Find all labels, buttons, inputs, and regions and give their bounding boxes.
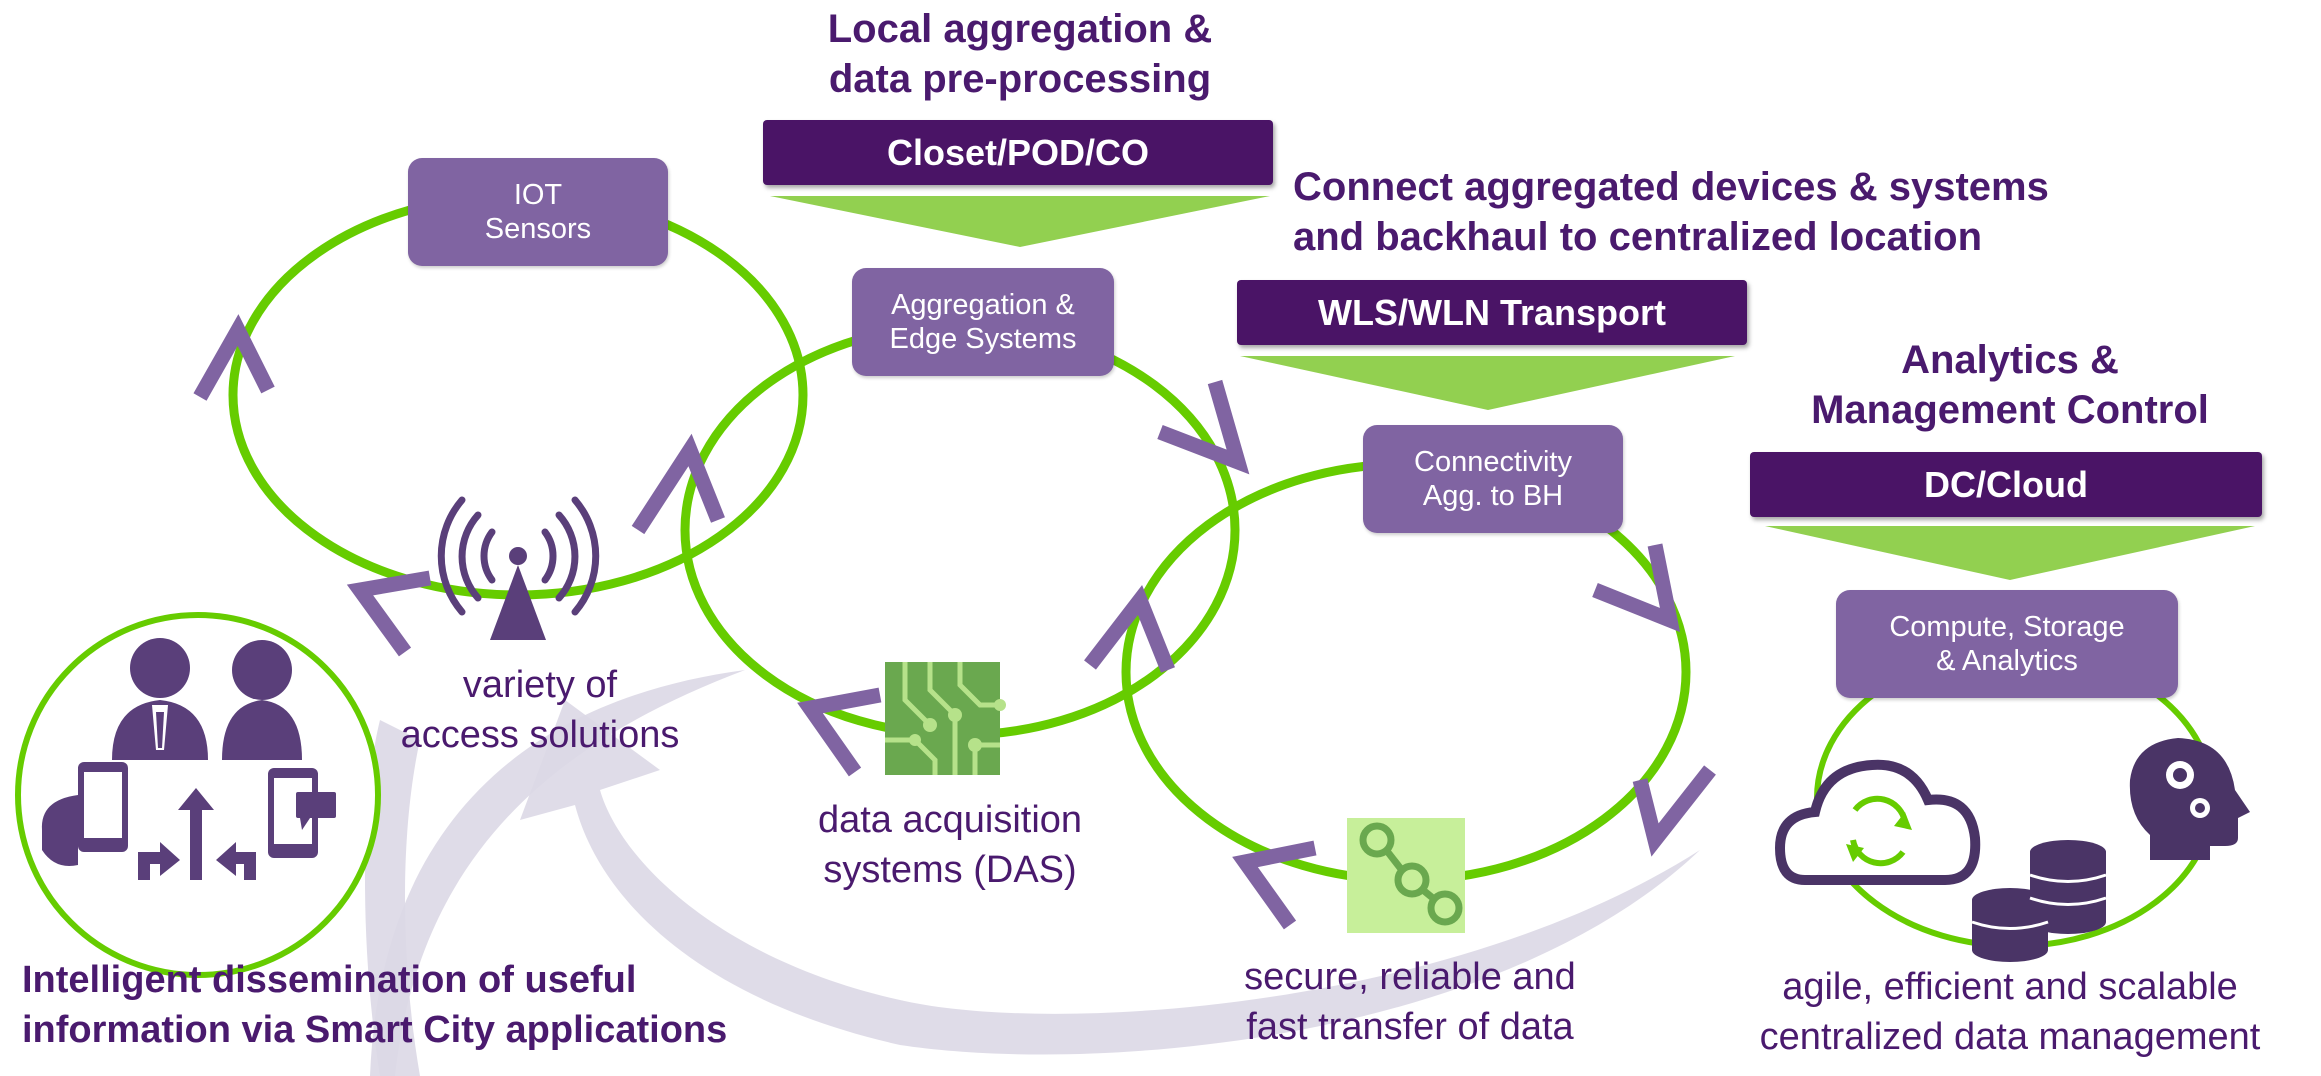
- caption-access-solutions: variety of access solutions: [400, 664, 680, 756]
- chevron-conn-bottom: [1232, 840, 1317, 930]
- funnel-transport: [1240, 356, 1735, 410]
- caption-data-acquisition: data acquisition systems (DAS): [817, 799, 1083, 891]
- bar-dc-cloud: DC/Cloud: [1750, 452, 2262, 517]
- caption-intelligent-dissemination: Intelligent dissemination of useful info…: [22, 959, 728, 1051]
- caption-centralized-management: agile, efficient and scalable centralize…: [1759, 966, 2261, 1058]
- chevron-iot-bottom: [346, 570, 432, 657]
- node-compute-storage: Compute, Storage & Analytics: [1836, 590, 2178, 698]
- chevron-iot-left: [193, 314, 275, 401]
- chevron-conn-left: [1084, 584, 1175, 673]
- funnel-cloud: [1765, 526, 2255, 580]
- node-connectivity: Connectivity Agg. to BH: [1363, 425, 1623, 533]
- chevron-conn-lower-right: [1632, 765, 1716, 857]
- node-iot-sensors: IOT Sensors: [408, 158, 668, 266]
- chevron-conn-right: [1592, 543, 1681, 633]
- heading-local-aggregation: Local aggregation & data pre-processing: [827, 7, 1213, 101]
- chevron-agg-right: [1157, 379, 1250, 475]
- bar-wls-wln-transport: WLS/WLN Transport: [1237, 280, 1747, 345]
- return-sweep-tail: [370, 670, 745, 1076]
- caption-secure-transfer: secure, reliable and fast transfer of da…: [1244, 956, 1576, 1048]
- bar-closet-pod-co: Closet/POD/CO: [763, 120, 1273, 185]
- heading-analytics-management: Analytics & Management Control: [1811, 338, 2209, 432]
- heading-connect-aggregated: Connect aggregated devices & systems and…: [1293, 165, 2049, 259]
- funnel-closet: [770, 196, 1270, 247]
- chevron-agg-left: [631, 433, 725, 535]
- ring-aggregation: [680, 320, 1240, 740]
- node-aggregation-edge: Aggregation & Edge Systems: [852, 268, 1114, 376]
- chevron-agg-bottom: [797, 687, 882, 777]
